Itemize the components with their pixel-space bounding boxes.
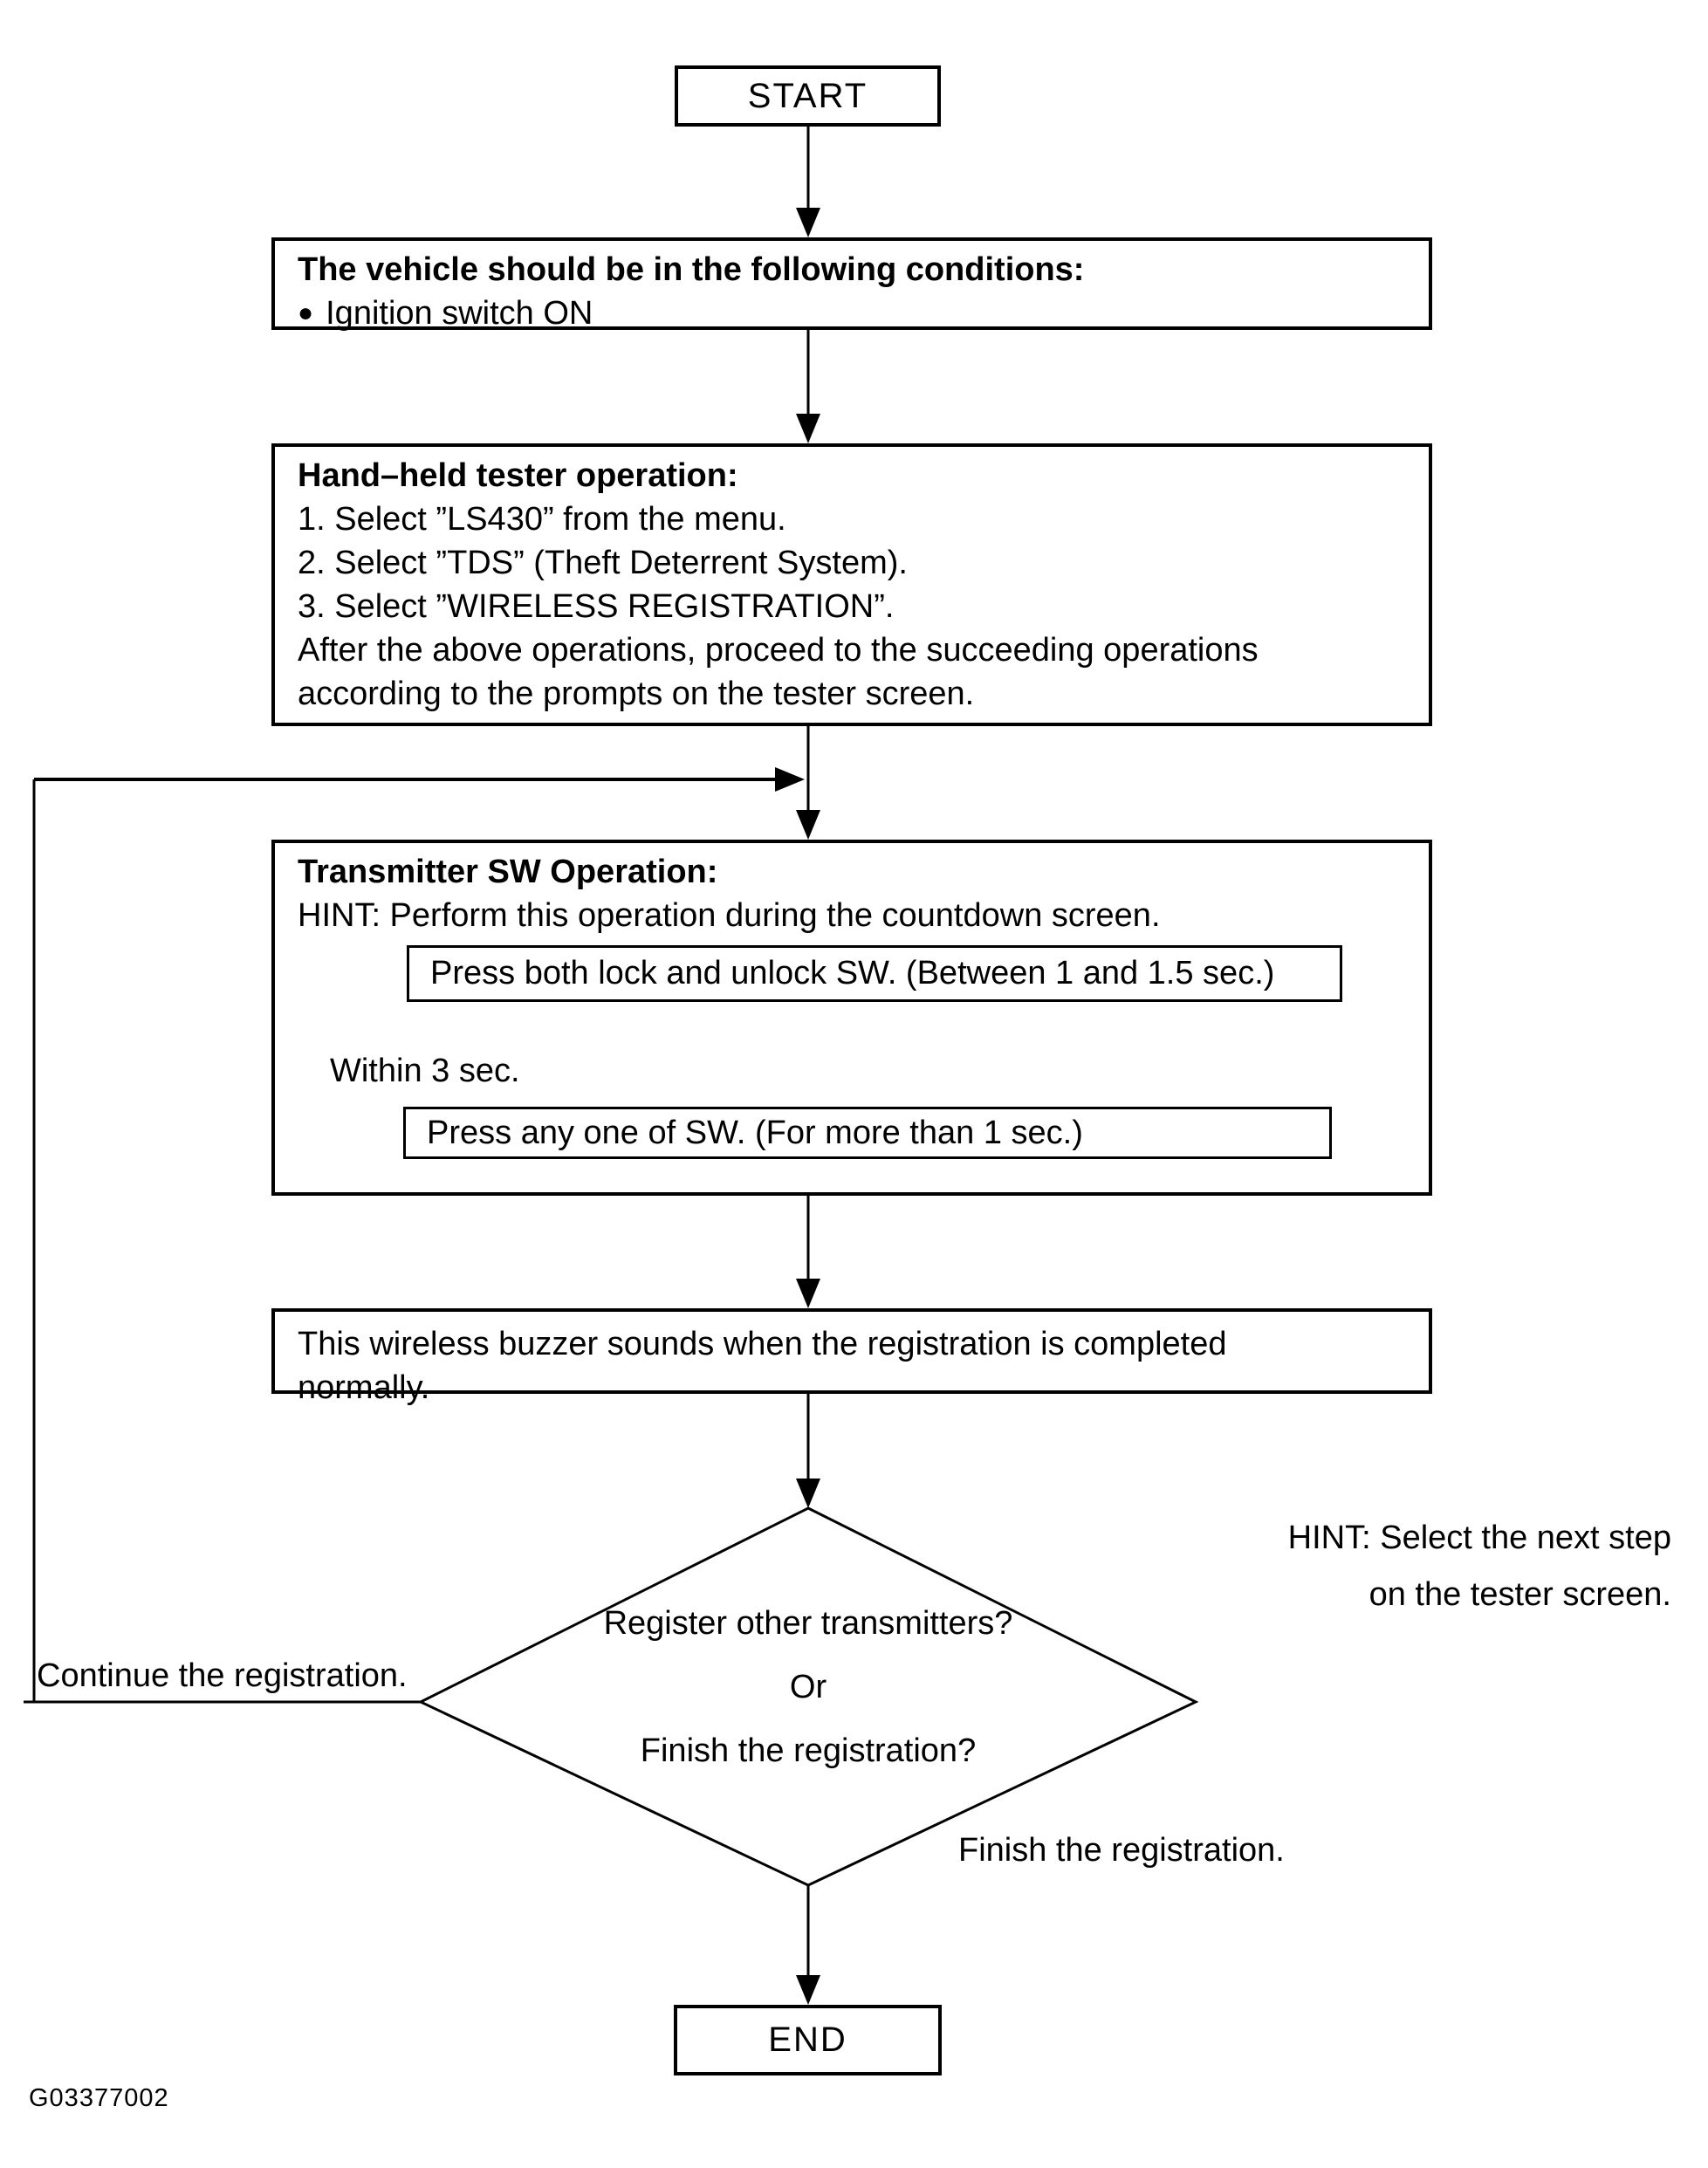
buzzer-node: This wireless buzzer sounds when the reg…	[271, 1308, 1432, 1406]
end-label: END	[768, 2020, 847, 2059]
press-any-sw-text: Press any one of SW. (For more than 1 se…	[427, 1114, 1083, 1151]
finish-branch-label: Finish the registration.	[958, 1832, 1285, 1869]
decision-node: Register other transmitters? Or Finish t…	[421, 1602, 1196, 1772]
continue-branch-label: Continue the registration.	[37, 1657, 408, 1694]
tester-node: Hand–held tester operation: 1. Select ”L…	[271, 443, 1432, 726]
tester-step-1: 1. Select ”LS430” from the menu.	[298, 501, 786, 538]
buzzer-line-2: normally.	[298, 1369, 430, 1406]
decision-line-3: Finish the registration?	[640, 1732, 977, 1769]
conditions-bullet-row: ● Ignition switch ON	[298, 292, 1411, 335]
press-lock-unlock-text: Press both lock and unlock SW. (Between …	[430, 955, 1275, 991]
decision-line-2: Or	[789, 1669, 827, 1705]
arrowhead-decision	[796, 1478, 820, 1508]
transmitter-title: Transmitter SW Operation:	[298, 854, 718, 890]
end-node: END	[674, 2005, 942, 2075]
arrowhead-buzzer	[796, 1279, 820, 1308]
tester-note-line-2: according to the prompts on the tester s…	[298, 676, 975, 712]
bullet-icon: ●	[298, 298, 314, 327]
conditions-node: The vehicle should be in the following c…	[271, 237, 1432, 332]
tester-step-3: 3. Select ”WIRELESS REGISTRATION”.	[298, 588, 895, 625]
tester-step-2: 2. Select ”TDS” (Theft Deterrent System)…	[298, 545, 908, 581]
tester-note-line-1: After the above operations, proceed to t…	[298, 632, 1259, 669]
figure-id: G03377002	[29, 2084, 169, 2112]
tester-screen-hint-line-2: on the tester screen.	[1368, 1576, 1671, 1613]
decision-line-1: Register other transmitters?	[603, 1605, 1013, 1642]
conditions-title: The vehicle should be in the following c…	[298, 251, 1085, 288]
tester-screen-hint-line-1: HINT: Select the next step	[1287, 1520, 1671, 1556]
press-any-sw-node: Press any one of SW. (For more than 1 se…	[403, 1107, 1332, 1159]
start-label: START	[747, 76, 868, 115]
press-lock-unlock-node: Press both lock and unlock SW. (Between …	[407, 945, 1342, 1002]
tester-screen-hint: HINT: Select the next step on the tester…	[1222, 1517, 1671, 1616]
arrowhead-end	[796, 1975, 820, 2005]
arrowhead-conditions	[796, 208, 820, 237]
transmitter-hint: HINT: Perform this operation during the …	[298, 897, 1161, 934]
tester-title: Hand–held tester operation:	[298, 457, 738, 494]
within-3-sec-label: Within 3 sec.	[330, 1053, 520, 1089]
conditions-bullet-text: Ignition switch ON	[326, 295, 593, 332]
arrowhead-feedback-junction	[775, 767, 805, 792]
arrowhead-tester	[796, 414, 820, 443]
start-node: START	[675, 65, 941, 127]
arrowhead-transmitter	[796, 810, 820, 840]
buzzer-line-1: This wireless buzzer sounds when the reg…	[298, 1326, 1227, 1362]
